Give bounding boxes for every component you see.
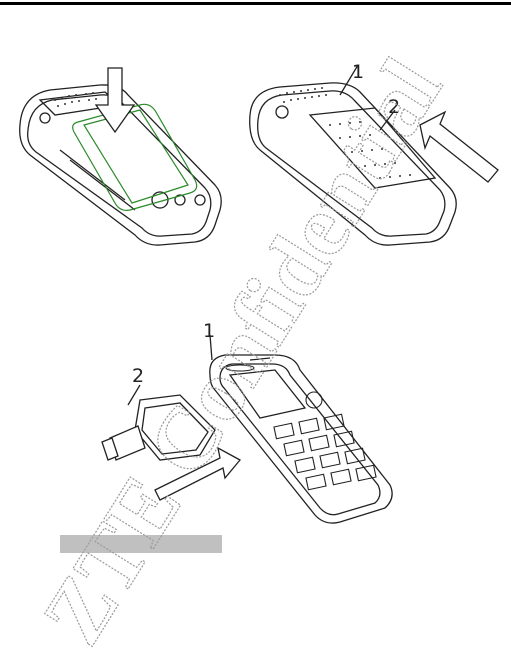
watermark-text: ZTE Confidential (25, 43, 461, 660)
